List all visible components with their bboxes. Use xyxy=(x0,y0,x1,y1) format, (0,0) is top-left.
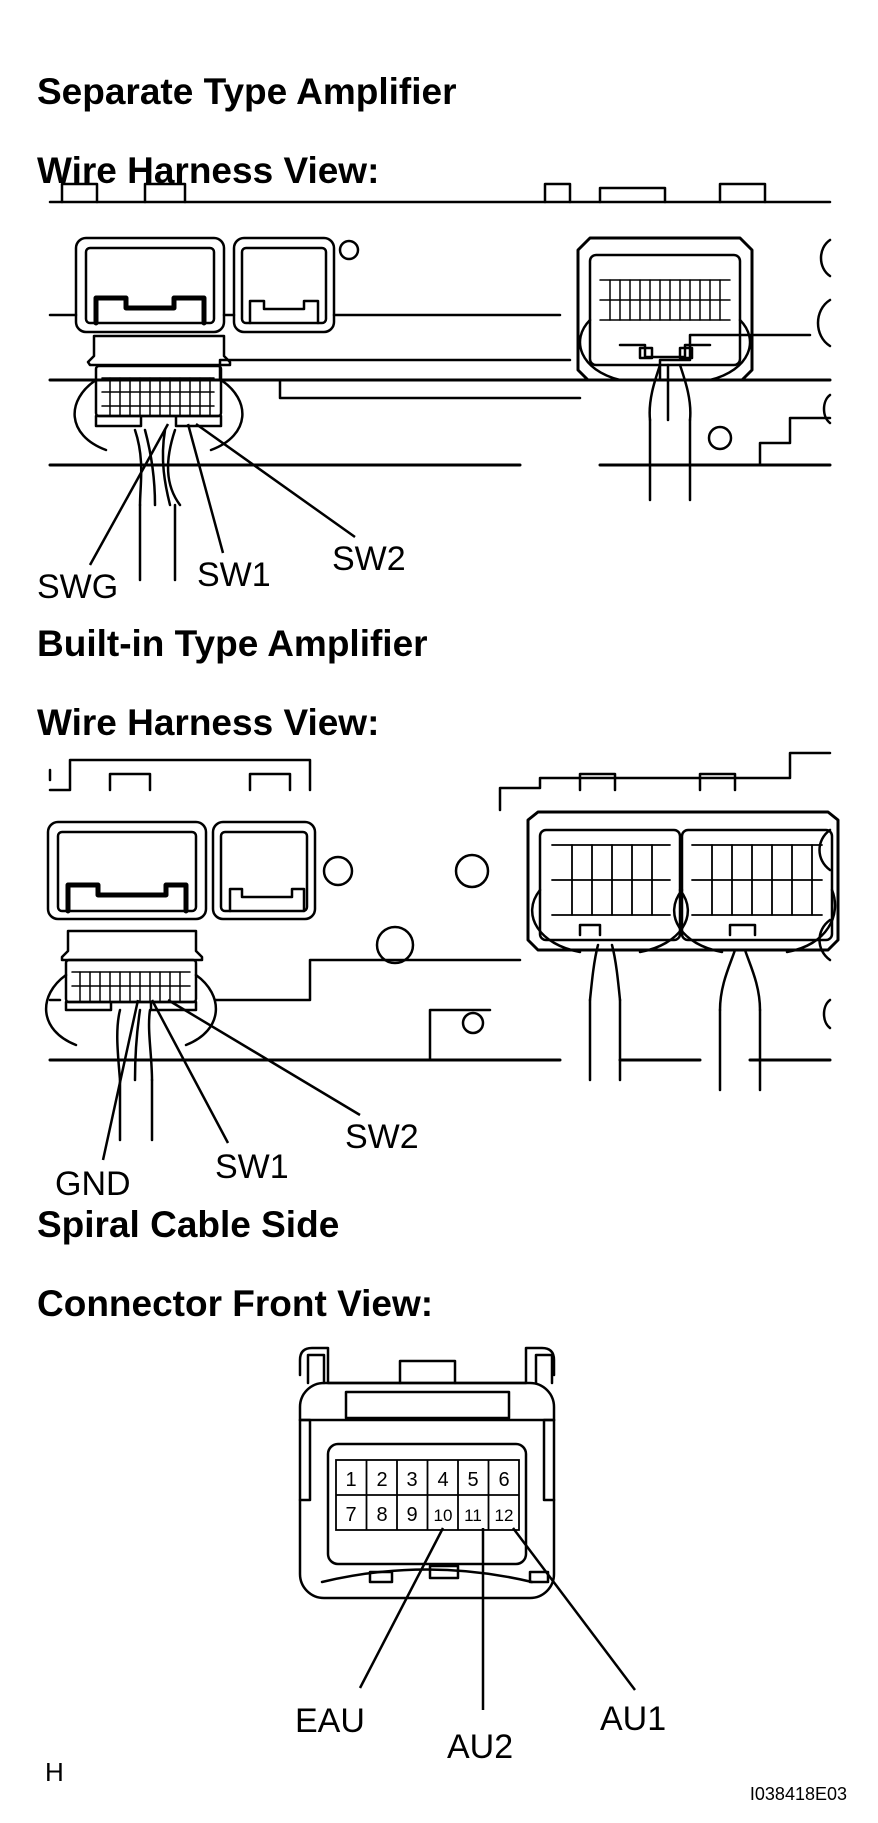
heading-connector-front-view: Connector Front View: xyxy=(37,1283,434,1324)
heading-separate-type-amplifier: Separate Type Amplifier xyxy=(37,71,457,112)
pin-6: 6 xyxy=(498,1469,509,1491)
heading-wire-harness-view-2: Wire Harness View: xyxy=(37,702,380,743)
footer-h-mark: H xyxy=(45,1757,64,1787)
swg-leader-line xyxy=(88,423,170,566)
spiral-cable-connector xyxy=(298,1346,556,1600)
sw1-leader-line xyxy=(186,423,225,554)
connector-callout-leaders xyxy=(358,1527,636,1710)
sw2-builtin-leader-line xyxy=(167,998,361,1117)
pin-7: 7 xyxy=(345,1504,356,1526)
pin-9: 9 xyxy=(406,1504,417,1526)
pin-5: 5 xyxy=(467,1469,478,1491)
sw2-leader-line xyxy=(195,422,356,539)
callout-eau: EAU xyxy=(295,1702,365,1740)
builtin-amplifier-illustration xyxy=(44,751,840,1142)
callout-sw2-builtin: SW2 xyxy=(345,1118,419,1156)
callout-sw2-separate: SW2 xyxy=(332,540,406,578)
pin-4: 4 xyxy=(437,1469,448,1491)
heading-spiral-cable-side: Spiral Cable Side xyxy=(37,1204,340,1245)
callout-au1: AU1 xyxy=(600,1700,666,1738)
separate-amplifier-illustration xyxy=(48,182,832,582)
heading-built-in-type-amplifier: Built-in Type Amplifier xyxy=(37,623,428,664)
callout-sw1-builtin: SW1 xyxy=(215,1148,289,1186)
pin-2: 2 xyxy=(376,1469,387,1491)
pin-3: 3 xyxy=(406,1469,417,1491)
figure-id: I038418E03 xyxy=(750,1784,847,1804)
pin-10: 10 xyxy=(434,1506,453,1525)
builtin-callout-leaders xyxy=(101,998,361,1161)
au1-leader-line xyxy=(512,1527,636,1691)
callout-sw1-separate: SW1 xyxy=(197,556,271,594)
separate-callout-leaders xyxy=(88,422,356,566)
callout-gnd: GND xyxy=(55,1165,131,1203)
gnd-leader-line xyxy=(101,999,140,1161)
pin-12: 12 xyxy=(495,1506,514,1525)
sw1-builtin-leader-line xyxy=(150,999,230,1144)
eau-leader-line xyxy=(358,1527,445,1689)
pin-1: 1 xyxy=(345,1469,356,1491)
callout-au2: AU2 xyxy=(447,1728,513,1766)
pin-11: 11 xyxy=(464,1506,482,1525)
callout-swg: SWG xyxy=(37,568,118,606)
pin-8: 8 xyxy=(376,1504,387,1526)
connector-pin-grid: 1 2 3 4 5 6 7 8 9 10 11 12 xyxy=(335,1459,520,1531)
